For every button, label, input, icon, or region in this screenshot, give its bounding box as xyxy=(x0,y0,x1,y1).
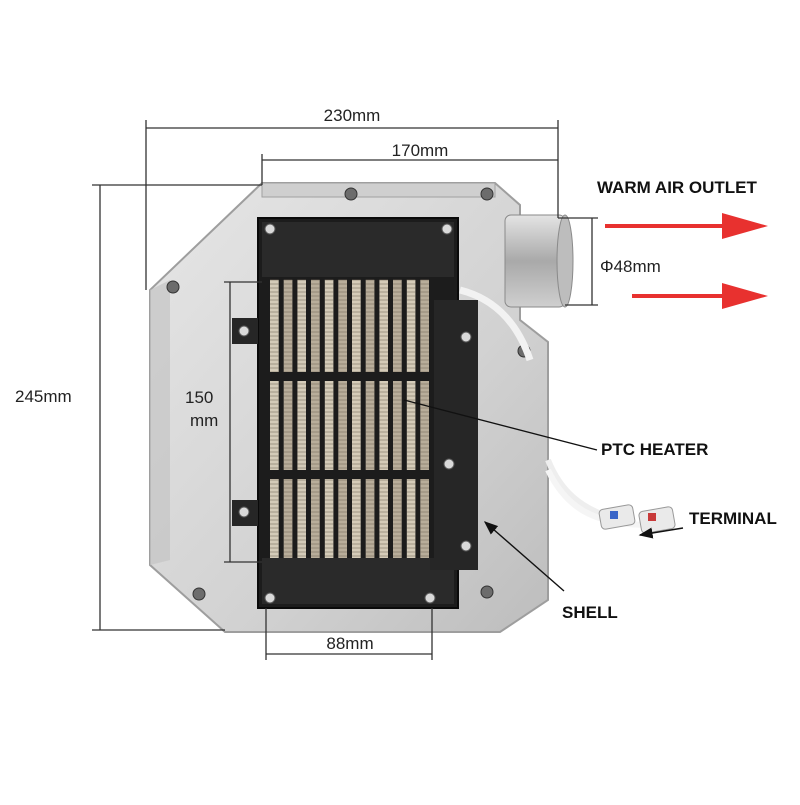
dim-height: 245mm xyxy=(15,387,72,406)
label-terminal: TERMINAL xyxy=(689,509,777,528)
label-warm-air-outlet: WARM AIR OUTLET xyxy=(597,178,758,197)
heater-screws xyxy=(238,223,472,604)
label-ptc-heater: PTC HEATER xyxy=(601,440,708,459)
heater-fin xyxy=(297,280,306,558)
heater-fin xyxy=(283,280,293,558)
heater-fin xyxy=(324,280,334,558)
warm-air-outlet-pipe xyxy=(504,214,574,308)
heater-fin xyxy=(420,280,429,558)
heater-separator xyxy=(430,280,434,558)
heater-separator xyxy=(402,280,407,558)
heater-fin xyxy=(406,280,416,558)
heater-fin xyxy=(311,280,320,558)
heater-fin xyxy=(365,280,375,558)
heater-separator xyxy=(293,280,298,558)
dim-body-width: 170mm xyxy=(392,141,449,160)
wire-harness xyxy=(459,286,676,534)
dim-heater-height-line2: mm xyxy=(190,411,218,430)
heater-fin xyxy=(352,280,361,558)
heater-fin xyxy=(338,280,347,558)
ptc-heater-fins xyxy=(266,279,434,558)
dim-outlet-diameter: Φ48mm xyxy=(600,257,661,276)
heater-fin xyxy=(393,280,402,558)
heater-separator xyxy=(266,280,270,558)
heater-separator xyxy=(348,280,352,558)
shell-leader xyxy=(483,521,565,592)
heater-separator xyxy=(375,280,380,558)
dimension-lines xyxy=(92,120,598,660)
terminal-leader xyxy=(638,527,684,539)
ptc-heater-leader xyxy=(403,399,598,451)
leader-lines xyxy=(403,399,684,592)
label-shell: SHELL xyxy=(562,603,618,622)
dim-heater-height-line1: 150 xyxy=(185,388,213,407)
heater-fin xyxy=(379,280,388,558)
dim-overall-width: 230mm xyxy=(324,106,381,125)
warm-air-arrows xyxy=(605,213,768,309)
heater-fin xyxy=(270,280,279,558)
dim-heater-width: 88mm xyxy=(326,634,373,653)
heater-separator xyxy=(320,280,325,558)
